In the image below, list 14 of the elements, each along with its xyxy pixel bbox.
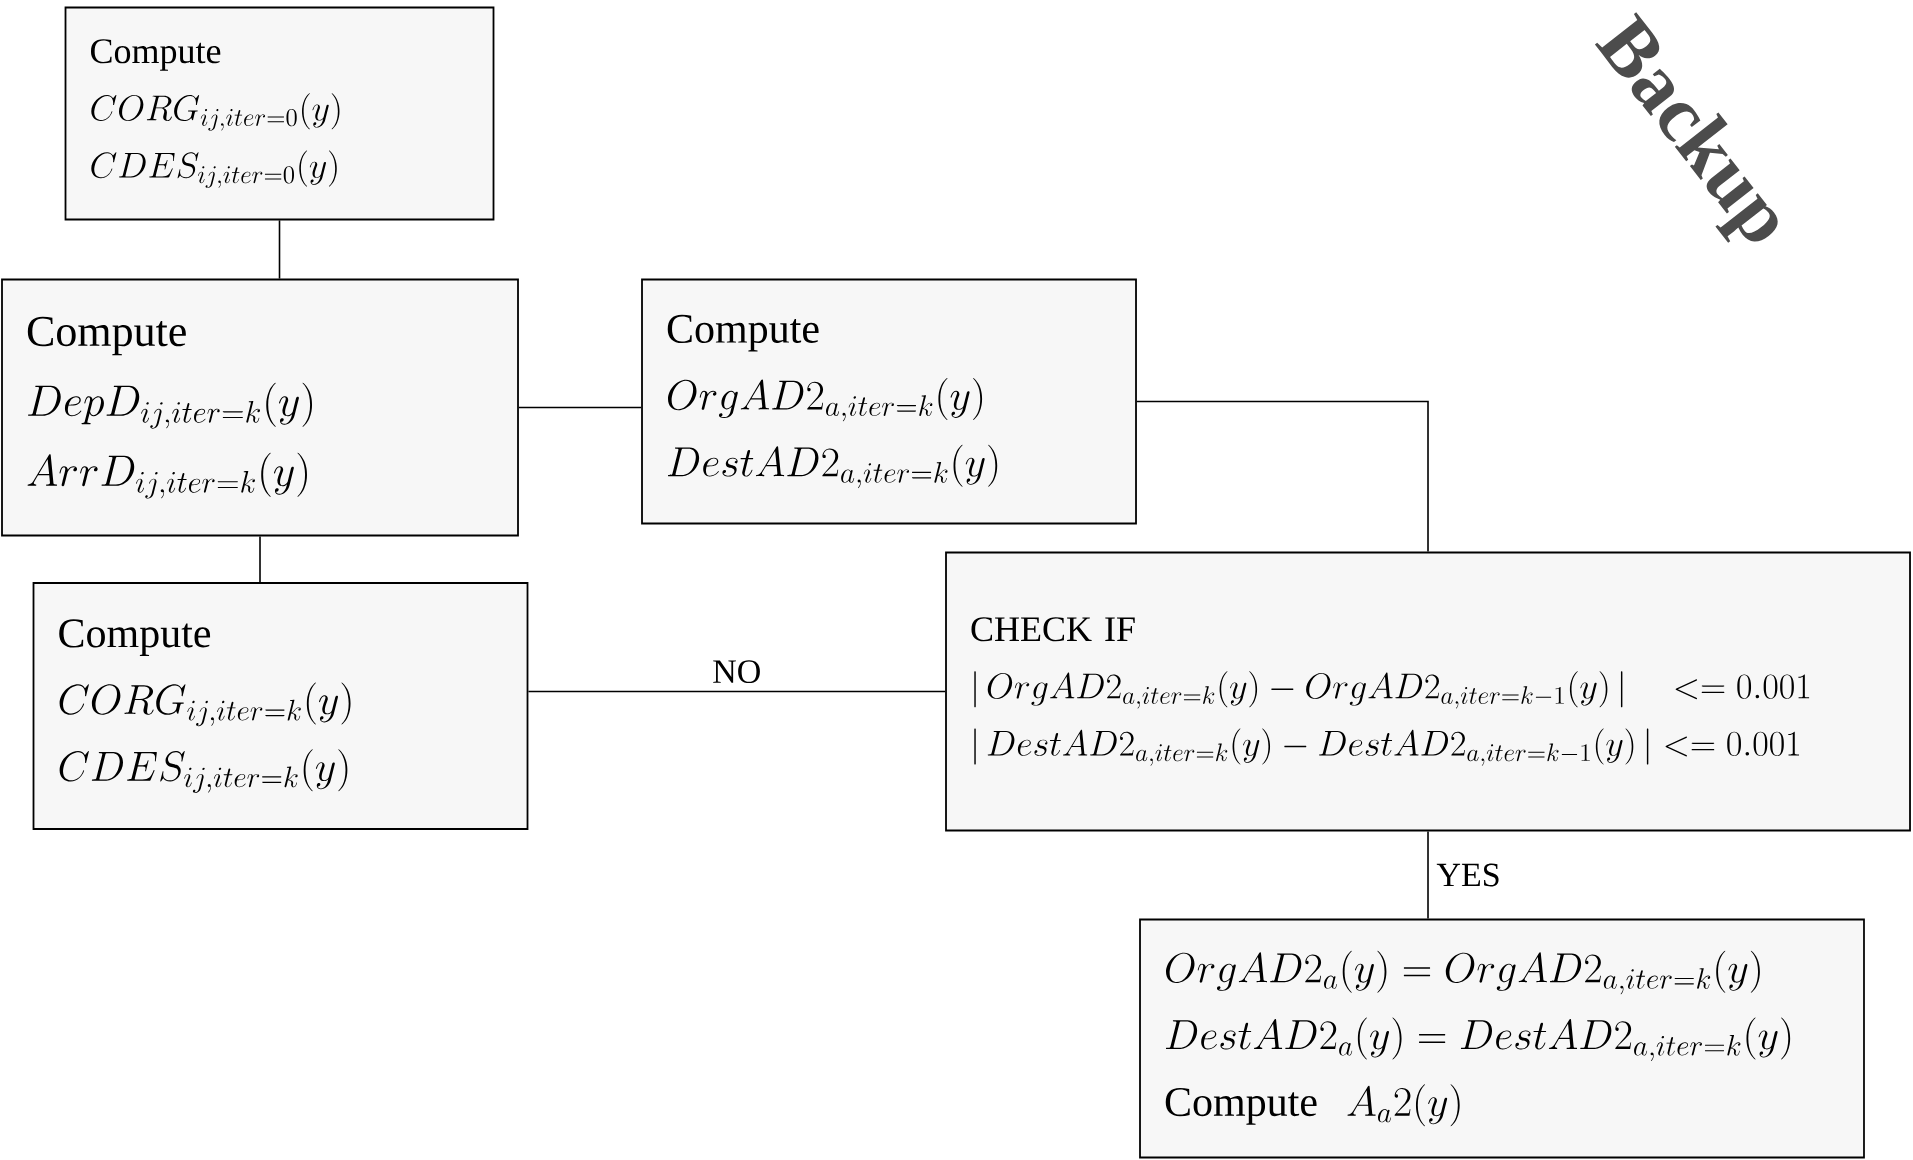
connector-line	[527, 690, 946, 693]
connector-line	[518, 406, 642, 409]
process-box: Compute $DepD_{ij,iter=k}(y)$ $ArrD_{ij,iter=k}(y)$	[1, 278, 519, 537]
edge-label: YES	[1434, 861, 1503, 889]
process-box: Compute $OrgAD2_{a,iter=k}(y)$ $DestAD2_{a,iter=k}(y)$	[641, 278, 1137, 525]
connector-line	[1427, 830, 1429, 920]
process-box: Compute $CORG_{ij,iter=k}(y)$ $CDES_{ij,iter=k}(y)$	[32, 582, 529, 830]
process-box: $OrgAD2_a(y) = OrgAD2_{a,iter=k}(y)$ $DestAD2_a(y) = DestAD2_{a,iter=k}(y)$ $\textrm{Compute}\ \ A_a2(y)$	[1139, 918, 1865, 1159]
process-box: Compute $CORG_{ij,iter=0}(y)$ $CDES_{ij,iter=0}(y)$	[64, 6, 495, 221]
connector-line	[1136, 400, 1429, 553]
edge-label: NO	[710, 658, 764, 686]
process-box: CHECK IF $|\,OrgAD2_{a,iter=k}(y) - OrgAD2_{a,iter=k-1}(y)\,|\quad <= 0.001$ $|\,DestAD2_{a,iter=k}(y) - DestAD2_{a,iter=k-1}(y)\,| <= 0.001$	[945, 551, 1911, 832]
connector-line	[278, 219, 281, 280]
connector-line	[259, 535, 261, 583]
